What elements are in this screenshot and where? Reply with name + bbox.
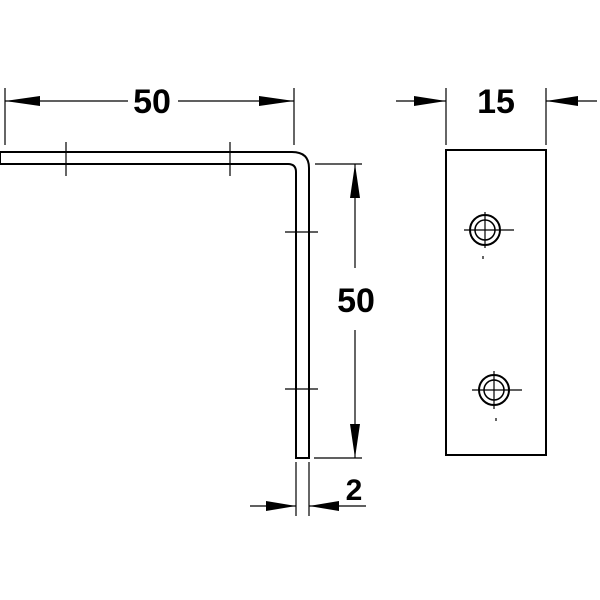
side-length-label: 50 — [337, 282, 375, 320]
lower-hole — [472, 371, 522, 421]
upper-hole — [464, 212, 514, 259]
bracket-outline-outer — [0, 151, 310, 459]
top-length-label: 50 — [133, 83, 171, 121]
top-leg-hole-marks — [65, 142, 231, 176]
bracket-front-plate — [445, 149, 547, 456]
top-length-arrows — [5, 96, 294, 106]
width-label: 15 — [477, 83, 515, 121]
side-length-arrows — [350, 164, 360, 458]
width-arrows — [414, 96, 578, 106]
side-leg-hole-marks — [285, 231, 318, 390]
thickness-label: 2 — [346, 474, 363, 507]
thickness-arrows — [266, 501, 339, 511]
bracket-side-view — [0, 151, 310, 459]
